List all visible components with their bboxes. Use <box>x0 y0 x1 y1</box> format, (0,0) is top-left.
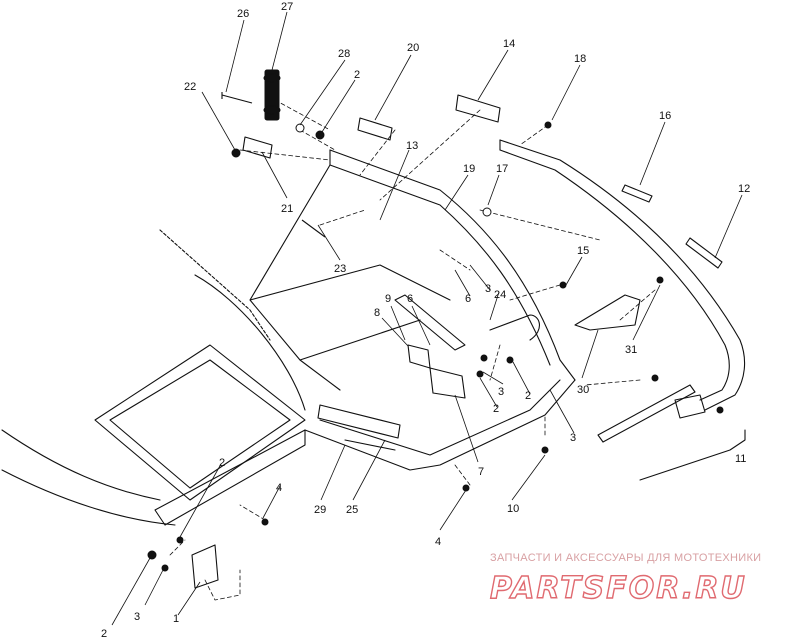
screw-4b <box>462 484 470 492</box>
bracket-20 <box>357 117 393 141</box>
part-label-2a: 2 <box>354 69 360 81</box>
part-label-2d: 2 <box>219 457 225 469</box>
hood-side-curve <box>194 274 306 411</box>
part-label-14: 14 <box>503 38 515 50</box>
bolt-26 <box>221 94 253 104</box>
part-label-13: 13 <box>406 140 418 152</box>
hood-lower-edge <box>1 469 176 526</box>
bumper-top-rail <box>329 149 576 381</box>
watermark-brand: PARTSFOR.RU <box>490 571 747 606</box>
screw-15 <box>559 281 567 289</box>
part-label-25: 25 <box>346 504 358 516</box>
pin-23 <box>301 219 326 238</box>
part-label-28: 28 <box>338 48 350 60</box>
part-label-31: 31 <box>625 344 637 356</box>
part-label-2b: 2 <box>493 403 499 415</box>
nut-22 <box>231 148 241 158</box>
bracket-1 <box>191 544 219 589</box>
washer-28 <box>295 123 305 133</box>
part-label-21: 21 <box>281 203 293 215</box>
latch-7 <box>429 367 466 399</box>
part-label-3b: 3 <box>498 386 504 398</box>
part-label-11: 11 <box>735 453 746 465</box>
washer-17 <box>482 207 492 217</box>
part-label-4a: 4 <box>276 482 282 494</box>
part-label-24: 24 <box>494 289 506 301</box>
part-label-4b: 4 <box>435 536 441 548</box>
part-label-29: 29 <box>314 504 326 516</box>
strap-25 <box>317 404 401 439</box>
part-label-7: 7 <box>478 466 484 478</box>
watermark-tagline: ЗАПЧАСТИ И АКСЕССУАРЫ ДЛЯ МОТОТЕХНИКИ <box>490 552 761 564</box>
plate-14 <box>455 94 501 123</box>
part-label-3d: 3 <box>134 611 140 623</box>
nut-31 <box>656 276 664 284</box>
part-label-9: 9 <box>385 293 391 305</box>
hood-crease <box>1 429 161 501</box>
part-label-10: 10 <box>507 503 519 515</box>
part-label-6a: 6 <box>407 293 413 305</box>
part-label-19: 19 <box>463 163 475 175</box>
nut-2e <box>147 550 157 560</box>
part-label-3c: 3 <box>570 432 576 444</box>
bracket-30 <box>574 294 641 331</box>
part-label-26: 26 <box>237 8 249 20</box>
front-tray-outer <box>94 344 306 501</box>
part-label-15: 15 <box>577 245 589 257</box>
part-label-30: 30 <box>577 384 589 396</box>
plate-16 <box>621 184 653 203</box>
part-label-12: 12 <box>738 183 750 195</box>
screw-18 <box>544 121 552 129</box>
bumper-bar <box>499 139 746 411</box>
pin-10 <box>541 446 549 454</box>
latch-8 <box>407 344 431 369</box>
brace-11 <box>597 384 696 443</box>
watermark: ЗАПЧАСТИ И АКСЕССУАРЫ ДЛЯ МОТОТЕХНИКИ PA… <box>489 552 761 607</box>
part-label-20: 20 <box>407 42 419 54</box>
part-label-23: 23 <box>334 263 346 275</box>
part-label-1: 1 <box>173 613 179 625</box>
bumper-bottom-edge <box>304 379 576 471</box>
part-label-3a: 3 <box>485 283 491 295</box>
bracket-21 <box>242 136 273 159</box>
part-label-6b: 6 <box>465 293 471 305</box>
part-label-22: 22 <box>184 81 196 93</box>
part-label-2e: 2 <box>101 628 107 640</box>
screw-4a <box>261 518 269 526</box>
part-label-27: 27 <box>281 1 293 13</box>
nut-2 <box>315 130 325 140</box>
part-label-16: 16 <box>659 110 671 122</box>
part-label-2c: 2 <box>525 390 531 402</box>
part-label-17: 17 <box>496 163 508 175</box>
part-label-8: 8 <box>374 307 380 319</box>
front-tray-inner <box>109 359 291 489</box>
bracket-12 <box>685 237 723 269</box>
part-label-18: 18 <box>574 53 586 65</box>
